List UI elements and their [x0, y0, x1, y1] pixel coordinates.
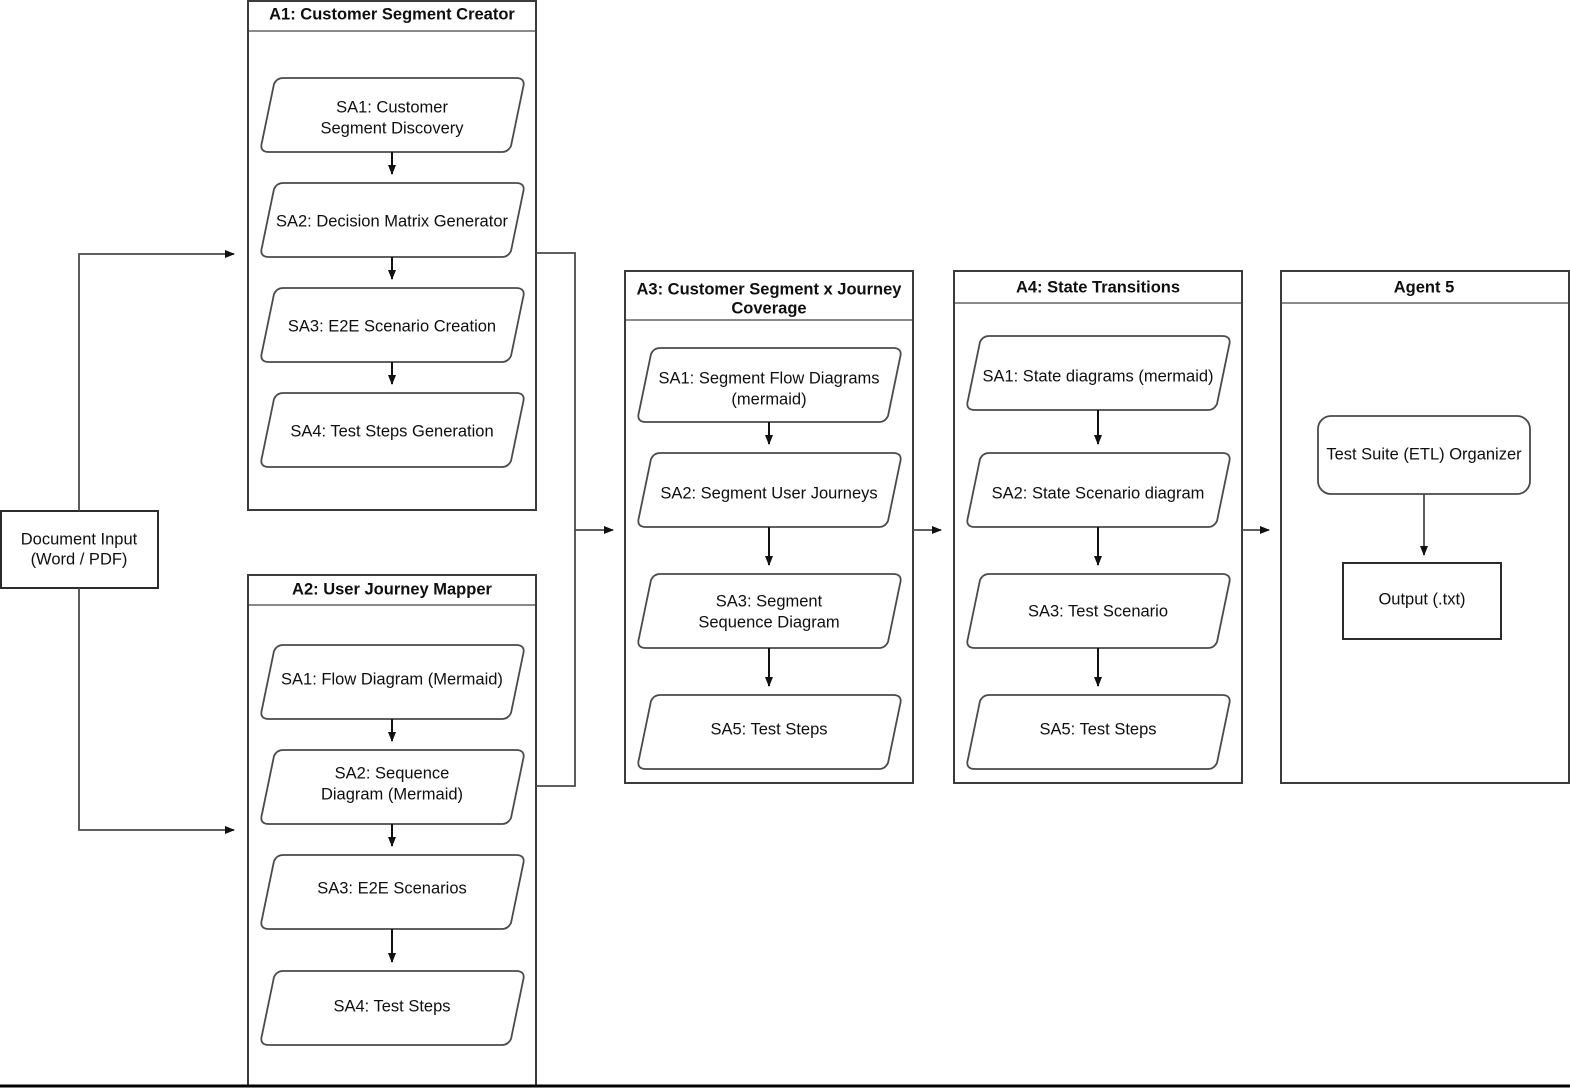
- node-a1-sa3[interactable]: SA3: E2E Scenario Creation: [260, 287, 525, 363]
- node-a2-sa1[interactable]: SA1: Flow Diagram (Mermaid): [260, 644, 525, 720]
- edge-a1-a2-merge-to-a3: [536, 252, 614, 787]
- svg-text:Segment Discovery: Segment Discovery: [320, 119, 464, 137]
- node-a4-sa5[interactable]: SA5: Test Steps: [966, 694, 1231, 770]
- panel-a3-title-line2: Coverage: [731, 299, 806, 317]
- node-a3-sa3[interactable]: SA3: Segment Sequence Diagram: [637, 573, 902, 649]
- svg-text:SA2: Segment User Journeys: SA2: Segment User Journeys: [660, 484, 877, 502]
- node-agent5-test-suite-organizer[interactable]: Test Suite (ETL) Organizer: [1317, 415, 1531, 495]
- edge-input-to-a1: [78, 250, 235, 511]
- svg-text:SA2: Sequence: SA2: Sequence: [335, 764, 450, 782]
- node-a3-sa5[interactable]: SA5: Test Steps: [637, 694, 902, 770]
- panel-a2-title: A2: User Journey Mapper: [292, 580, 492, 598]
- svg-text:Test Suite (ETL) Organizer: Test Suite (ETL) Organizer: [1326, 445, 1522, 463]
- node-a2-sa3[interactable]: SA3: E2E Scenarios: [260, 854, 525, 930]
- node-a2-sa2[interactable]: SA2: Sequence Diagram (Mermaid): [260, 749, 525, 825]
- panel-agent5-title: Agent 5: [1394, 278, 1455, 296]
- node-a3-sa1[interactable]: SA1: Segment Flow Diagrams (mermaid): [637, 347, 902, 423]
- svg-text:SA5: Test Steps: SA5: Test Steps: [1039, 720, 1156, 738]
- panel-a1-title: A1: Customer Segment Creator: [269, 5, 515, 23]
- svg-text:SA3: E2E Scenarios: SA3: E2E Scenarios: [317, 879, 467, 897]
- node-a2-sa4[interactable]: SA4: Test Steps: [260, 970, 525, 1046]
- svg-text:SA3: Segment: SA3: Segment: [716, 592, 823, 610]
- panel-a3[interactable]: A3: Customer Segment x Journey Coverage …: [624, 270, 914, 784]
- svg-text:SA4: Test Steps: SA4: Test Steps: [333, 997, 450, 1015]
- svg-text:SA2: Decision Matrix Generator: SA2: Decision Matrix Generator: [276, 212, 509, 230]
- document-input-line1: Document Input: [21, 530, 138, 548]
- svg-text:SA3: E2E Scenario Creation: SA3: E2E Scenario Creation: [288, 317, 496, 335]
- svg-text:SA2: State Scenario diagram: SA2: State Scenario diagram: [992, 484, 1205, 502]
- node-a4-sa1[interactable]: SA1: State diagrams (mermaid): [966, 335, 1231, 411]
- svg-text:SA1: Flow Diagram (Mermaid): SA1: Flow Diagram (Mermaid): [281, 670, 503, 688]
- document-input-line2: (Word / PDF): [31, 550, 128, 568]
- node-a3-sa2[interactable]: SA2: Segment User Journeys: [637, 452, 902, 528]
- svg-text:Diagram (Mermaid): Diagram (Mermaid): [321, 785, 463, 803]
- svg-text:SA5: Test Steps: SA5: Test Steps: [710, 720, 827, 738]
- document-input-node[interactable]: Document Input (Word / PDF): [0, 510, 159, 589]
- node-a1-sa1[interactable]: SA1: Customer Segment Discovery: [260, 77, 525, 153]
- svg-text:Output (.txt): Output (.txt): [1378, 590, 1465, 608]
- svg-text:(mermaid): (mermaid): [731, 390, 806, 408]
- svg-text:SA1: Customer: SA1: Customer: [336, 98, 448, 116]
- panel-a4-title: A4: State Transitions: [1016, 278, 1180, 296]
- panel-a4[interactable]: A4: State Transitions SA1: State diagram…: [953, 270, 1243, 784]
- panel-a3-title-line1: A3: Customer Segment x Journey: [637, 280, 903, 298]
- svg-text:SA1: State diagrams (mermaid): SA1: State diagrams (mermaid): [982, 367, 1213, 385]
- svg-text:SA1: Segment Flow Diagrams: SA1: Segment Flow Diagrams: [658, 369, 879, 387]
- svg-text:Sequence Diagram: Sequence Diagram: [698, 613, 839, 631]
- svg-text:SA3: Test Scenario: SA3: Test Scenario: [1028, 602, 1168, 620]
- node-a4-sa3[interactable]: SA3: Test Scenario: [966, 573, 1231, 649]
- node-a4-sa2[interactable]: SA2: State Scenario diagram: [966, 452, 1231, 528]
- node-a1-sa2[interactable]: SA2: Decision Matrix Generator: [260, 182, 525, 258]
- panel-a2[interactable]: A2: User Journey Mapper SA1: Flow Diagra…: [247, 574, 537, 1087]
- node-a1-sa4[interactable]: SA4: Test Steps Generation: [260, 392, 525, 468]
- edge-input-to-a2: [78, 588, 235, 834]
- svg-text:SA4: Test Steps Generation: SA4: Test Steps Generation: [290, 422, 493, 440]
- panel-agent5[interactable]: Agent 5 Test Suite (ETL) Organizer Outpu…: [1280, 270, 1570, 784]
- node-agent5-output[interactable]: Output (.txt): [1342, 562, 1502, 640]
- panel-a1[interactable]: A1: Customer Segment Creator SA1: Custom…: [247, 0, 537, 511]
